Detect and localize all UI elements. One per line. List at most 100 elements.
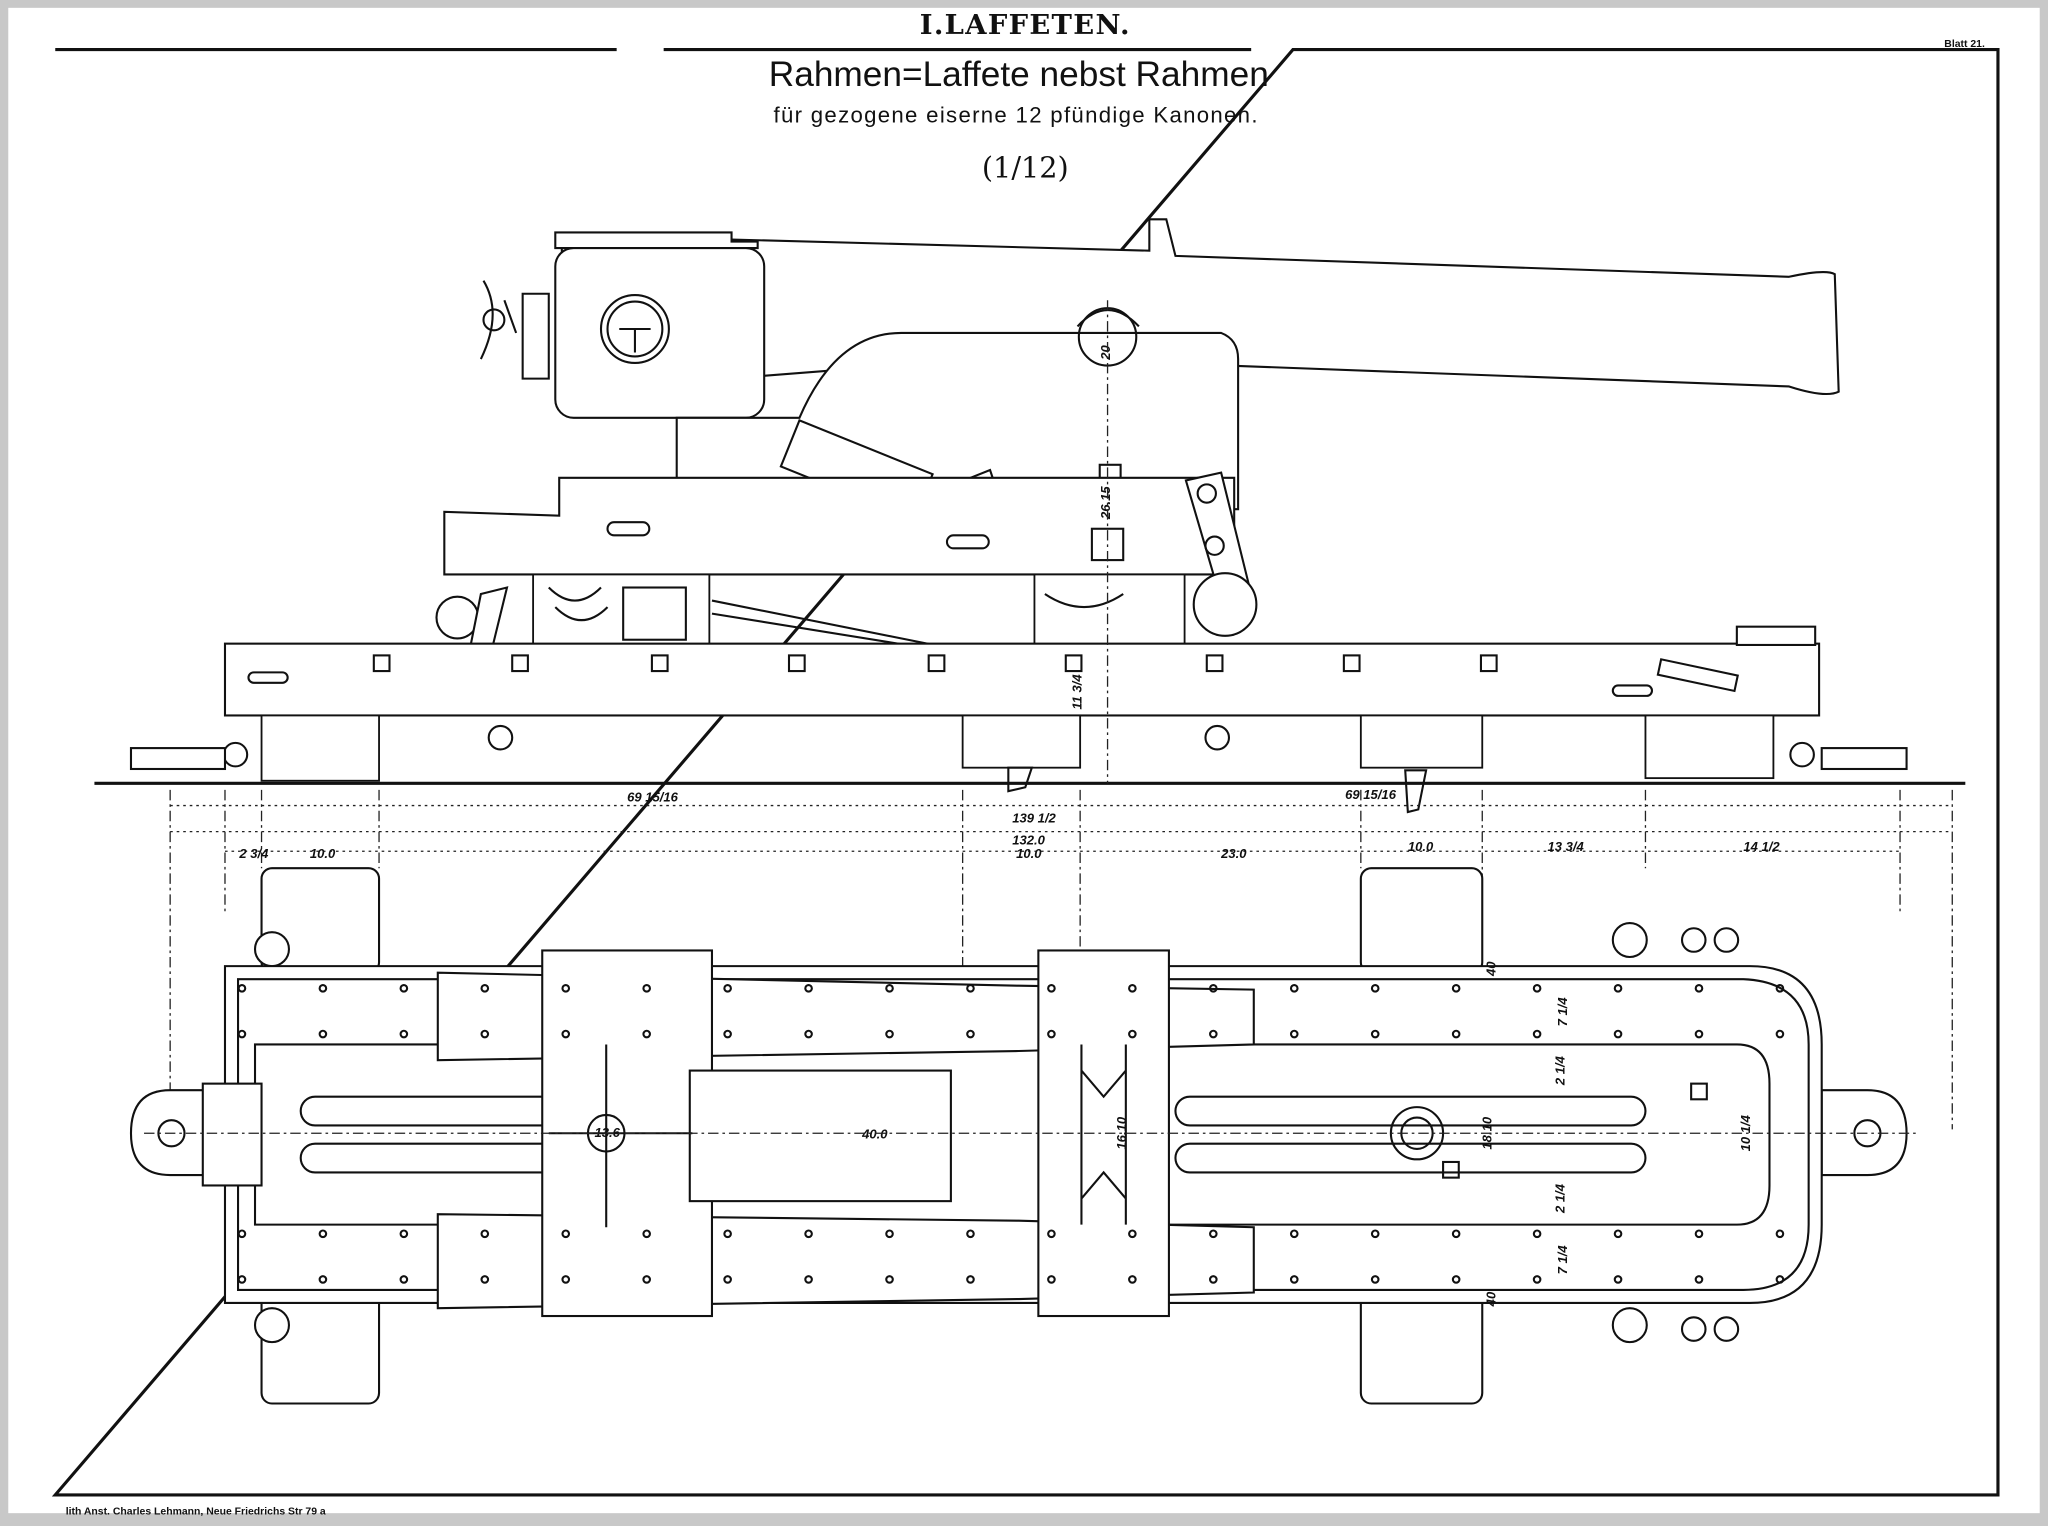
frame-bolt — [885, 1275, 894, 1284]
wood-block — [532, 573, 711, 648]
rail-bolt-square — [1064, 654, 1083, 673]
slide-length-label: 40.0 — [861, 1126, 888, 1141]
frame-bolt — [318, 1275, 328, 1284]
frame-bolt — [1209, 1229, 1218, 1239]
rail-bolt-square — [511, 654, 529, 673]
frame-bolt — [966, 1275, 975, 1284]
dim-segment: 14 1/2 — [1743, 839, 1780, 854]
frame-bolt — [318, 1229, 328, 1239]
frame-bolt — [561, 1229, 571, 1239]
frame-bolt — [1128, 1275, 1137, 1284]
rear-pivot-lug — [1820, 1089, 1908, 1177]
frame-bolt — [1694, 1275, 1704, 1284]
frame-bolt — [237, 1229, 247, 1239]
scale-label: (1/12) — [982, 151, 1069, 185]
frame-bolt — [1775, 984, 1785, 993]
frame-bolt — [723, 984, 732, 993]
dim-segment: 10.0 — [310, 846, 336, 861]
rail-bolt-square — [372, 654, 391, 673]
dim-segment: 10.0 — [1408, 839, 1434, 854]
drawing-subtitle: für gezogene eiserne 12 pfündige Kanonen… — [774, 103, 1259, 128]
frame-height-label: 11 3/4 — [1069, 674, 1084, 710]
front-roller — [435, 595, 480, 640]
frame-bolt — [399, 984, 409, 993]
dim-total-a: 139 1/2 — [1012, 811, 1056, 826]
edge-top-label: 40 — [1483, 961, 1498, 977]
wood-block — [1033, 573, 1186, 648]
frame-bolt — [1694, 984, 1704, 993]
elevation-handwheel — [482, 308, 506, 332]
frame-bolt — [1370, 984, 1380, 993]
frame-bolt — [480, 1029, 490, 1039]
frame-bolt — [966, 1229, 975, 1239]
plan-view: 40.0 13.6 16.10 18.10 10 1/4 7 1/4 7 1/4… — [129, 867, 1920, 1405]
frame-bolt — [1613, 1229, 1623, 1239]
rail-width-bottom-label: 7 1/4 — [1555, 1245, 1570, 1275]
dim-left-offset: 69 15/16 — [627, 790, 679, 805]
dim-segment: 23.0 — [1220, 846, 1247, 861]
drawing-title: Rahmen=Laffete nebst Rahmen — [769, 55, 1269, 94]
frame-bolt — [399, 1275, 409, 1284]
frame-bolt — [885, 1029, 894, 1039]
frame-bolt — [399, 1029, 409, 1039]
slide-plate — [688, 1069, 952, 1203]
frame-bolt — [1451, 1275, 1461, 1284]
frame-bolt — [1047, 1275, 1056, 1284]
frame-bolt — [723, 1229, 732, 1239]
frame-bolt — [237, 1275, 247, 1284]
imprint: lith Anst. Charles Lehmann, Neue Friedri… — [66, 1506, 326, 1517]
rail-bolt-square — [1342, 654, 1361, 673]
frame-bolt — [642, 1275, 651, 1284]
frame-bolt — [561, 1029, 571, 1039]
frame-bolt — [1775, 1029, 1785, 1039]
rail-bolt-square — [787, 654, 806, 673]
frame-bolt — [1289, 1275, 1299, 1284]
frame-bolt — [1775, 1229, 1785, 1239]
wood-block — [1359, 714, 1484, 769]
frame-bolt — [480, 984, 490, 993]
frame-bolt — [1451, 984, 1461, 993]
frame-bolt — [885, 984, 894, 993]
frame-bolt — [804, 1029, 813, 1039]
frame-bolt — [1694, 1229, 1704, 1239]
frame-bolt — [642, 1029, 651, 1039]
frame-bolt — [561, 984, 571, 993]
frame-bolt — [1209, 1029, 1218, 1039]
front-pivot-lug — [129, 1089, 227, 1177]
rail-bolt-square — [1205, 654, 1224, 673]
frame-bolt — [1128, 1229, 1137, 1239]
frame-bolt — [1532, 1229, 1542, 1239]
frame-bolt — [1775, 1275, 1785, 1284]
frame-bolt — [1289, 984, 1299, 993]
rail-bolt-square — [1479, 654, 1498, 673]
rear-roller — [1192, 572, 1258, 637]
dim-segment: 13 3/4 — [1548, 839, 1585, 854]
section-title: I.LAFFETEN. — [920, 9, 1131, 41]
frame-bolt — [480, 1229, 490, 1239]
frame-bolt — [723, 1029, 732, 1039]
frame-bolt — [480, 1275, 490, 1284]
frame-bolt — [1128, 984, 1137, 993]
frame-bolt — [1613, 1029, 1623, 1039]
frame-bolt — [1694, 1029, 1704, 1039]
dim-total-b: 132.0 — [1012, 833, 1045, 848]
frame-bolt — [804, 1275, 813, 1284]
sheet-number: Blatt 21. — [1944, 39, 1985, 50]
frame-bolt — [1047, 1229, 1056, 1239]
frame-bolt — [1532, 1275, 1542, 1284]
dim-segment: 10.0 — [1016, 846, 1042, 861]
frame-bolt — [1370, 1029, 1380, 1039]
slide-frame-rail — [223, 642, 1821, 717]
wood-block — [961, 714, 1082, 769]
frame-bolt — [642, 984, 651, 993]
frame-bolt — [561, 1275, 571, 1284]
frame-bolt — [642, 1229, 651, 1239]
frame-bolt — [1613, 984, 1623, 993]
frame-bolt — [1370, 1275, 1380, 1284]
frame-bolt — [1047, 1029, 1056, 1039]
frame-bolt — [318, 1029, 328, 1039]
frame-bolt — [1289, 1029, 1299, 1039]
frame-bolt — [1613, 1275, 1623, 1284]
